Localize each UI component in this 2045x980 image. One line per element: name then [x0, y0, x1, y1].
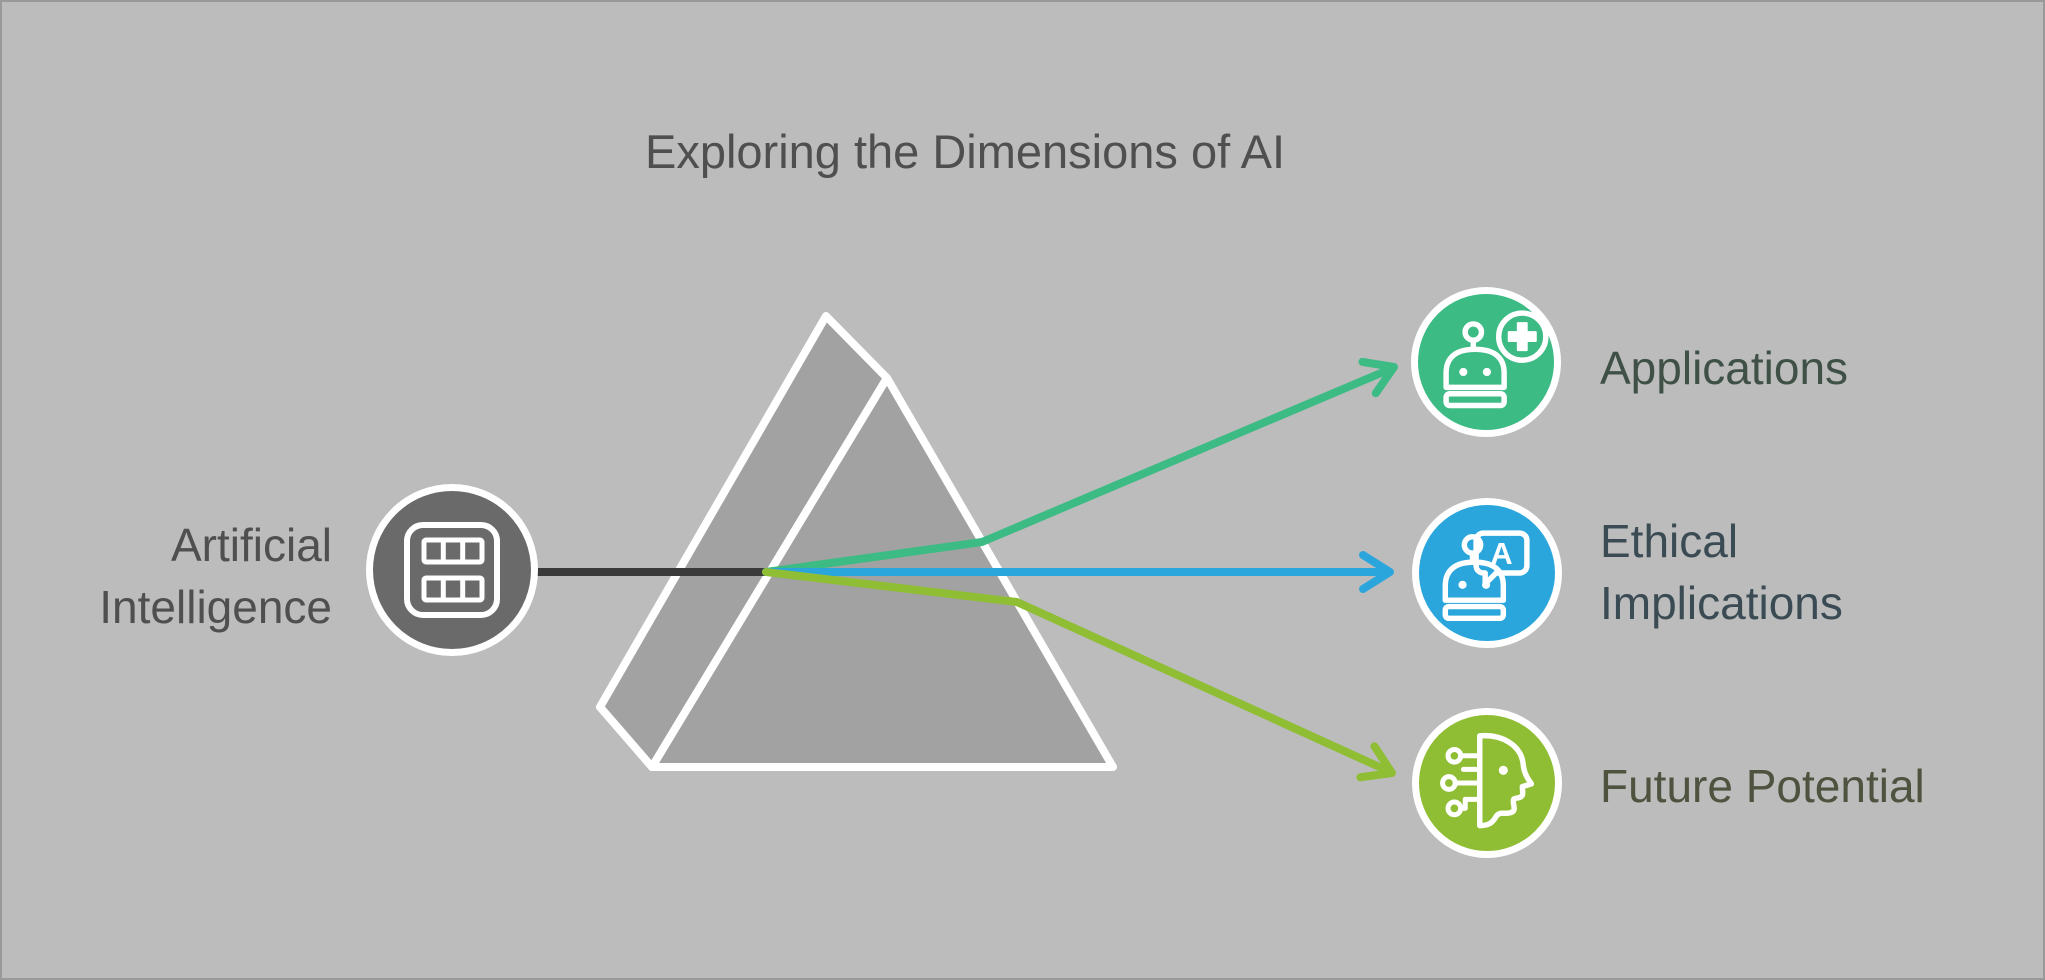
chat-bubble-icon: A [1473, 530, 1530, 587]
page-title: Exploring the Dimensions of AI [644, 125, 1286, 178]
circuit-nodes [1440, 746, 1482, 818]
output-label-line: Ethical [1600, 515, 1739, 567]
output-label-ethical-implications: Ethical Implications [1600, 510, 1843, 634]
chat-letter: A [1490, 536, 1512, 571]
input-label-line2: Intelligence [99, 581, 332, 633]
arrowhead-applications [1358, 357, 1398, 398]
output-label-applications: Applications [1600, 337, 1848, 399]
robot-head-icon [1442, 534, 1507, 622]
output-node-circle-future-potential [1412, 708, 1562, 858]
input-node-circle [366, 484, 538, 656]
ray-applications [762, 366, 1392, 576]
arrowhead-ethical-implications [1359, 551, 1394, 593]
robot-chat-bubble-icon: A [1442, 530, 1530, 622]
ray-future-potential [762, 568, 1390, 774]
output-node-circle-applications [1411, 287, 1561, 437]
arrowhead-future-potential [1356, 742, 1396, 782]
output-label-line: Implications [1600, 577, 1843, 629]
input-node-label: Artificial Intelligence [60, 514, 332, 638]
face-circuit-icon [1440, 732, 1535, 829]
input-label-line1: Artificial [170, 519, 332, 571]
robot-head-icon [1443, 321, 1507, 409]
table-grid-icon [404, 522, 500, 618]
medical-plus-badge-icon [1495, 310, 1549, 363]
output-label-line: Future Potential [1600, 760, 1925, 812]
output-label-line: Applications [1600, 342, 1849, 394]
output-node-circle-ethical-implications: A [1412, 498, 1562, 648]
output-label-future-potential: Future Potential [1600, 755, 1925, 817]
robot-medical-plus-icon [1443, 310, 1549, 409]
